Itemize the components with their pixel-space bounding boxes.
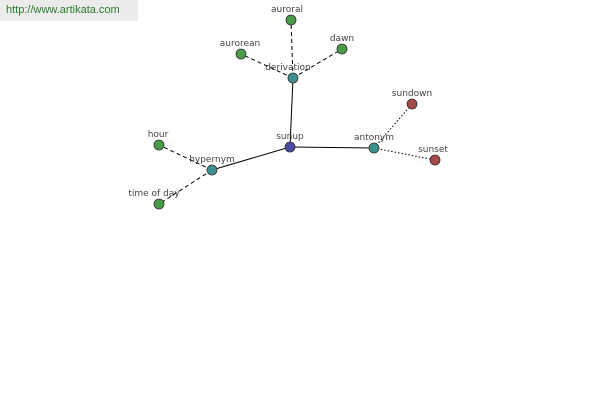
edge-derivation-dawn: [292, 48, 343, 79]
node-sunup[interactable]: [284, 141, 296, 153]
node-auroral[interactable]: [285, 14, 297, 26]
node-dawn[interactable]: [336, 43, 348, 55]
graph-labels: sunup derivation antonym hypernym auroral aur…: [128, 5, 448, 199]
edge-sunup-hypernym: [211, 146, 291, 171]
edge-sunup-derivation: [289, 77, 294, 148]
node-sunset[interactable]: [429, 154, 441, 166]
node-label-antonym: antonym: [354, 133, 394, 143]
graph-edges: [158, 19, 436, 205]
edge-hypernym-hour: [158, 144, 213, 171]
node-label-sundown: sundown: [392, 89, 432, 99]
node-antonym[interactable]: [368, 142, 380, 154]
source-url-link[interactable]: http://www.artikata.com: [0, 0, 138, 21]
node-label-time-of-day: time of day: [128, 189, 180, 199]
node-label-hour: hour: [148, 130, 169, 140]
graph-nodes: [153, 14, 441, 210]
edge-derivation-aurorean: [240, 53, 294, 79]
node-label-hypernym: hypernym: [189, 155, 235, 165]
node-hour[interactable]: [153, 139, 165, 151]
edge-sunup-antonym: [289, 146, 375, 149]
node-label-dawn: dawn: [330, 34, 354, 44]
node-label-auroral: auroral: [271, 5, 303, 15]
node-sundown[interactable]: [406, 98, 418, 110]
node-label-sunup: sunup: [276, 132, 304, 142]
node-aurorean[interactable]: [235, 48, 247, 60]
edge-derivation-auroral: [290, 19, 294, 79]
node-derivation[interactable]: [287, 72, 299, 84]
edge-antonym-sundown: [373, 103, 413, 149]
node-time-of-day[interactable]: [153, 198, 165, 210]
node-label-aurorean: aurorean: [220, 39, 261, 49]
node-label-derivation: derivation: [265, 63, 311, 73]
node-label-sunset: sunset: [418, 145, 448, 155]
edge-hypernym-time_of_day: [158, 169, 213, 205]
node-hypernym[interactable]: [206, 164, 218, 176]
